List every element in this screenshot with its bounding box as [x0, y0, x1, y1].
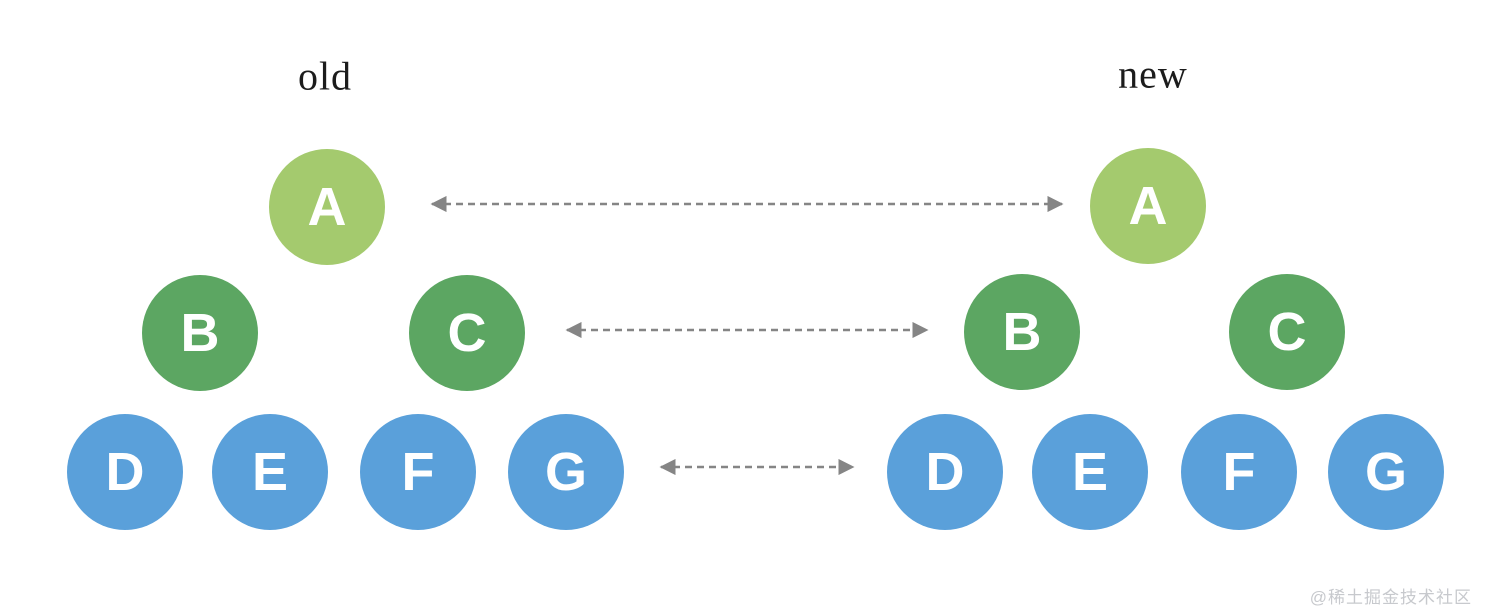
tree-node-old-B: B: [142, 275, 258, 391]
tree-node-old-G: G: [508, 414, 624, 530]
tree-node-new-D: D: [887, 414, 1003, 530]
tree-node-old-F: F: [360, 414, 476, 530]
tree-node-new-E: E: [1032, 414, 1148, 530]
tree-node-new-C: C: [1229, 274, 1345, 390]
tree-node-old-E: E: [212, 414, 328, 530]
tree-node-old-D: D: [67, 414, 183, 530]
watermark: @稀土掘金技术社区: [1309, 588, 1472, 607]
tree-node-old-A: A: [269, 149, 385, 265]
tree-node-new-A: A: [1090, 148, 1206, 264]
new-tree-label: new: [1118, 51, 1188, 97]
tree-node-new-B: B: [964, 274, 1080, 390]
tree-node-new-G: G: [1328, 414, 1444, 530]
old-tree-label: old: [297, 53, 353, 99]
tree-node-new-F: F: [1181, 414, 1297, 530]
tree-node-old-C: C: [409, 275, 525, 391]
